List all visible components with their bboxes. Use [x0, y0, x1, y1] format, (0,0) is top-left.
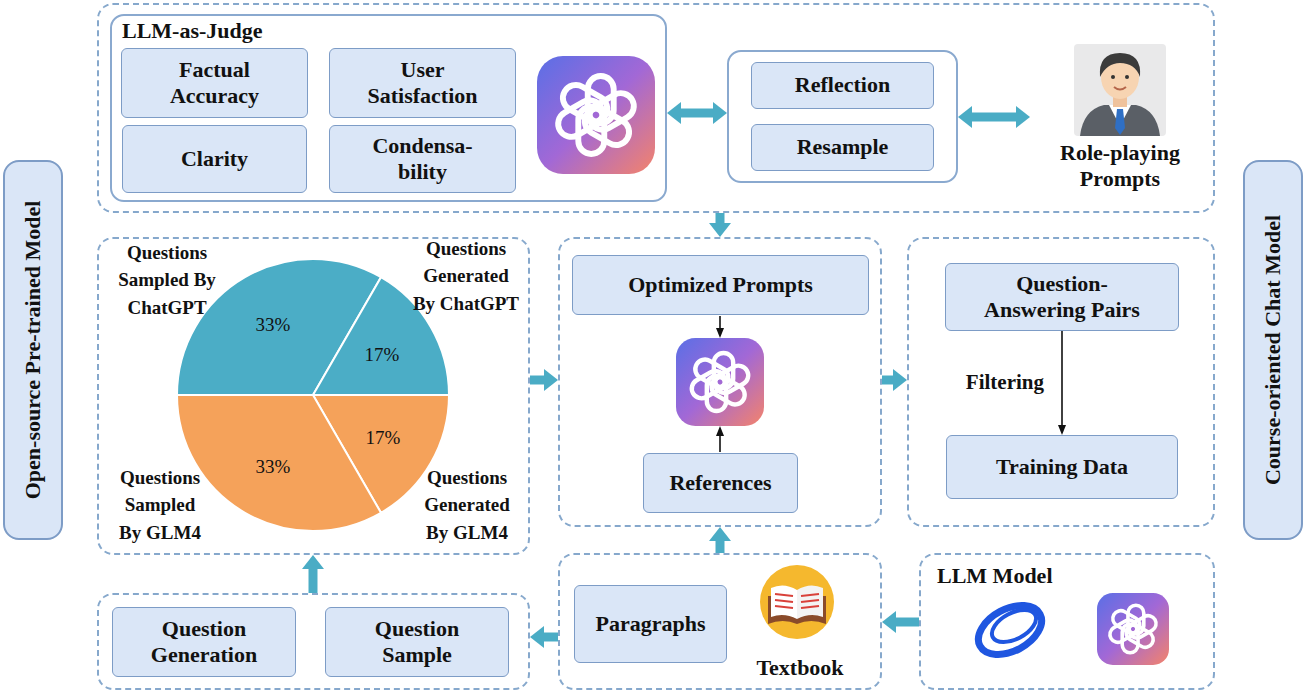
box-label: Clarity [181, 146, 248, 172]
pie-label: Questions Generated By ChatGPT [412, 235, 520, 318]
side-panel: Course-oriented Chat Model [1243, 160, 1303, 540]
pie-label: Questions Sampled By ChatGPT [113, 239, 221, 322]
person-icon [1100, 53, 1140, 77]
process-box: Paragraphs [574, 585, 727, 663]
flow-arrow [719, 436, 721, 452]
region-label: Textbook [730, 655, 870, 681]
box-label: Paragraphs [596, 611, 706, 637]
box-label: Question Generation [131, 616, 277, 669]
block-arrow [896, 618, 919, 627]
block-arrow [882, 376, 893, 385]
pie-chart [177, 259, 449, 531]
panel-heading: LLM-as-Judge [122, 18, 342, 44]
flow-arrow [719, 316, 721, 452]
textbook-icon [775, 600, 793, 602]
person-icon [1114, 87, 1126, 90]
textbook-icon [760, 565, 834, 639]
box-label: References [669, 470, 771, 496]
edge-label: Filtering [966, 370, 1044, 395]
dashed-region: Optimized PromptsReferences [558, 237, 882, 527]
process-box: Question Sample [325, 607, 509, 677]
textbook-icon [801, 600, 819, 602]
process-box: Condensa- bility [329, 125, 516, 193]
chatgpt-icon [676, 338, 764, 426]
chatgpt-icon [537, 56, 655, 174]
glm-logo [987, 603, 1042, 648]
person-icon [1080, 105, 1160, 136]
dashed-region: Textbook Paragraphs [558, 553, 882, 690]
dashed-region: Question- Answering PairsTraining Data [907, 237, 1215, 527]
box-label: Question- Answering Pairs [976, 271, 1148, 324]
pie-label: Questions Sampled By GLM4 [113, 464, 208, 547]
pie-percent: 17% [353, 424, 413, 452]
process-box: References [643, 453, 798, 513]
chatgpt-icon [1097, 593, 1169, 665]
role-node: Role-playing Prompts [1030, 40, 1210, 208]
process-box: Question Generation [112, 607, 296, 677]
glm-logo [970, 595, 1050, 664]
flow-arrow [719, 316, 721, 328]
textbook-icon [775, 606, 793, 608]
box-label: Training Data [996, 454, 1128, 480]
process-box: Question- Answering Pairs [945, 263, 1179, 331]
block-arrow [716, 213, 725, 223]
dashed-region: LLM-as-JudgeFactual Accuracy User Satisfa… [97, 3, 1215, 213]
side-label: Course-oriented Chat Model [1260, 172, 1286, 528]
box-label: Question Sample [344, 616, 490, 669]
process-box: Reflection [751, 62, 934, 109]
textbook-icon [801, 594, 819, 596]
person-icon [1111, 75, 1115, 79]
block-arrow [681, 109, 713, 118]
side-panel: Open-source Pre-trained Model [3, 160, 63, 540]
flow-arrow [1061, 331, 1063, 425]
block-arrow [309, 569, 318, 593]
box-label: Reflection [795, 72, 890, 98]
textbook-icon [771, 585, 797, 619]
pie-chart [177, 395, 381, 531]
process-box: Factual Accuracy [121, 48, 308, 118]
glm-logo [970, 595, 1050, 664]
role-label: Role-playing Prompts [1030, 140, 1210, 193]
process-box: Resample [751, 124, 934, 171]
textbook-icon [775, 594, 793, 596]
dashed-region: Question Generation Question Sample [97, 593, 530, 690]
group-panel: ReflectionResample [727, 50, 958, 183]
process-box: Optimized Prompts [572, 255, 869, 315]
process-box: Training Data [946, 435, 1178, 499]
pie-percent: 33% [243, 311, 303, 339]
side-label: Open-source Pre-trained Model [20, 172, 46, 528]
box-label: Resample [797, 134, 889, 160]
textbook-icon [801, 606, 819, 608]
textbook-icon [797, 585, 823, 619]
pie-percent: 33% [243, 453, 303, 481]
person-icon [1074, 44, 1166, 136]
textbook-icon [760, 565, 834, 639]
box-label: User Satisfaction [350, 57, 495, 110]
box-label: Condensa- bility [350, 133, 495, 186]
textbook-icon [775, 594, 819, 608]
person-icon [1125, 75, 1129, 79]
process-box: User Satisfaction [329, 48, 516, 118]
pie-label: Questions Generated By GLM4 [420, 464, 515, 547]
region-label: LLM Model [937, 563, 1097, 589]
box-label: Optimized Prompts [628, 272, 813, 298]
block-arrow [530, 376, 544, 385]
pie-percent: 17% [352, 341, 412, 369]
dashed-region: LLM Model [919, 553, 1215, 690]
process-box: Clarity [122, 125, 307, 193]
block-arrow [716, 541, 725, 553]
person-icon [1115, 109, 1125, 135]
group-panel: LLM-as-JudgeFactual Accuracy User Satisfa… [110, 14, 667, 202]
person-icon [1074, 44, 1166, 136]
box-label: Factual Accuracy [142, 57, 287, 110]
block-arrow [972, 113, 1016, 122]
block-arrow [544, 633, 558, 642]
